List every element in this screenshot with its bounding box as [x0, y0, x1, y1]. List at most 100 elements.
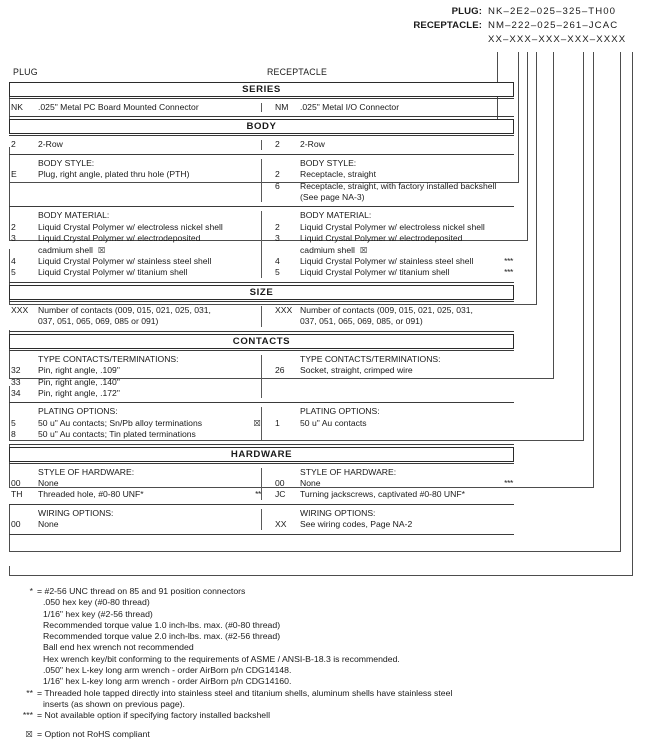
footnote-marker: **: [26, 687, 33, 698]
option-footnote-marker: ***: [504, 256, 513, 267]
footnote-text: = Option not RoHS compliant: [37, 728, 150, 739]
option-description-continued: 037, 051, 065, 069, 085 or 091): [38, 316, 159, 327]
option-code: 5: [11, 417, 16, 428]
option-footnote-marker: ***: [504, 267, 513, 278]
option-description: 50 u" Au contacts; Tin plated terminatio…: [38, 429, 196, 440]
option-group-title: BODY STYLE:: [300, 157, 357, 168]
option-code: 2: [11, 139, 16, 150]
column-header-plug: PLUG: [13, 67, 38, 77]
masked-part-number-row: XX–XXX–XXX–XXX–XXXX: [0, 34, 653, 48]
frame-body-material: [9, 249, 537, 305]
option-code: XXX: [11, 304, 29, 315]
rohs-noncompliant-icon: ☒: [97, 244, 106, 255]
option-code: 2: [275, 221, 280, 232]
section-header-hardware: HARDWARE: [9, 446, 514, 462]
leader-line-body-row: [518, 52, 519, 147]
part-number-header: PLUG: NK–2E2–025–325–TH00 RECEPTACLE: NM…: [0, 6, 653, 54]
option-code: XX: [275, 519, 287, 530]
frame-size: [9, 330, 554, 379]
option-code: 2: [275, 169, 280, 180]
frame-hardware: [9, 504, 621, 552]
leader-line-body-style: [527, 52, 528, 180]
option-code: NK: [11, 102, 23, 112]
option-group-title: STYLE OF HARDWARE:: [300, 466, 397, 477]
option-line: 2 Receptacle, straight: [271, 169, 513, 180]
option-description: None: [38, 519, 59, 530]
option-block: BODY STYLE: E Plug, right angle, plated th…: [9, 153, 514, 207]
option-code: 3: [275, 233, 280, 244]
option-footnote-marker: ***: [504, 477, 513, 488]
receptacle-part-number-row: RECEPTACLE: NM–222–025–261–JCAC: [0, 20, 653, 34]
option-description: 50 u" Au contacts; Sn/Pb alloy terminati…: [38, 417, 203, 428]
footnote-subline: Ball end hex wrench not recommended: [43, 642, 194, 653]
option-group-title: TYPE CONTACTS/TERMINATIONS:: [38, 353, 179, 364]
option-code: 6: [275, 180, 280, 191]
footnote-subline: Hex wrench key/bit conforming to the req…: [43, 653, 400, 664]
frame-wiring: [9, 566, 633, 576]
option-code: 33: [11, 376, 21, 387]
footnote-marker: ***: [22, 710, 33, 721]
option-code: JC: [275, 489, 286, 500]
option-description: 50 u" Au contacts: [300, 417, 367, 428]
option-description: Liquid Crystal Polymer w/ electroless ni…: [300, 221, 485, 232]
footnote-marker: *: [29, 586, 33, 596]
footnote-subline: Recommended torque value 2.0 inch-lbs. m…: [43, 631, 281, 642]
frame-body-row: [9, 147, 519, 183]
option-description: None: [38, 477, 59, 488]
option-description: See wiring codes, Page NA-2: [300, 519, 413, 530]
option-description: Pin, right angle, .172": [38, 387, 120, 398]
option-column-receptacle: NM.025" Metal I/O Connector: [261, 102, 513, 113]
option-code: 4: [275, 256, 280, 267]
option-description: Socket, straight, crimped wire: [300, 365, 413, 376]
footnote-row: * = #2-56 UNC thread on 85 and 91 positio…: [7, 586, 627, 597]
option-code: 3: [11, 233, 16, 244]
option-line: NM.025" Metal I/O Connector: [271, 102, 513, 113]
rohs-noncompliant-icon: ☒: [253, 417, 261, 428]
section-header-contacts: CONTACTS: [9, 333, 514, 349]
footnote-subline: .050 hex key (#0-80 thread): [43, 597, 150, 608]
option-line: 3 Liquid Crystal Polymer w/ electrodeposi…: [9, 233, 261, 244]
option-description: Liquid Crystal Polymer w/ electrodeposit…: [38, 233, 201, 244]
option-group-title: BODY STYLE:: [38, 157, 95, 168]
option-description: Liquid Crystal Polymer w/ stainless stee…: [38, 256, 212, 267]
option-code: 8: [11, 429, 16, 440]
option-code: 1: [275, 417, 280, 428]
footnote-subline: 1/16" hex key (#2-56 thread): [43, 608, 153, 619]
option-code: E: [11, 169, 17, 180]
footnote-text: = #2-56 UNC thread on 85 and 91 position…: [37, 586, 246, 596]
option-description: Receptacle, straight: [300, 169, 376, 180]
option-column-plug: NK.025" Metal PC Board Mounted Connector: [9, 102, 261, 113]
footnote-row: ***= Not available option if specifying …: [7, 710, 627, 721]
option-line: E Plug, right angle, plated thru hole (PT…: [9, 169, 261, 180]
option-description: Plug, right angle, plated thru hole (PTH…: [38, 169, 190, 180]
option-line: NK.025" Metal PC Board Mounted Connector: [9, 102, 261, 113]
option-description: 2-Row: [300, 139, 325, 150]
option-description-continued: (See page NA-3): [300, 192, 365, 203]
option-description: Liquid Crystal Polymer w/ stainless stee…: [300, 256, 474, 267]
